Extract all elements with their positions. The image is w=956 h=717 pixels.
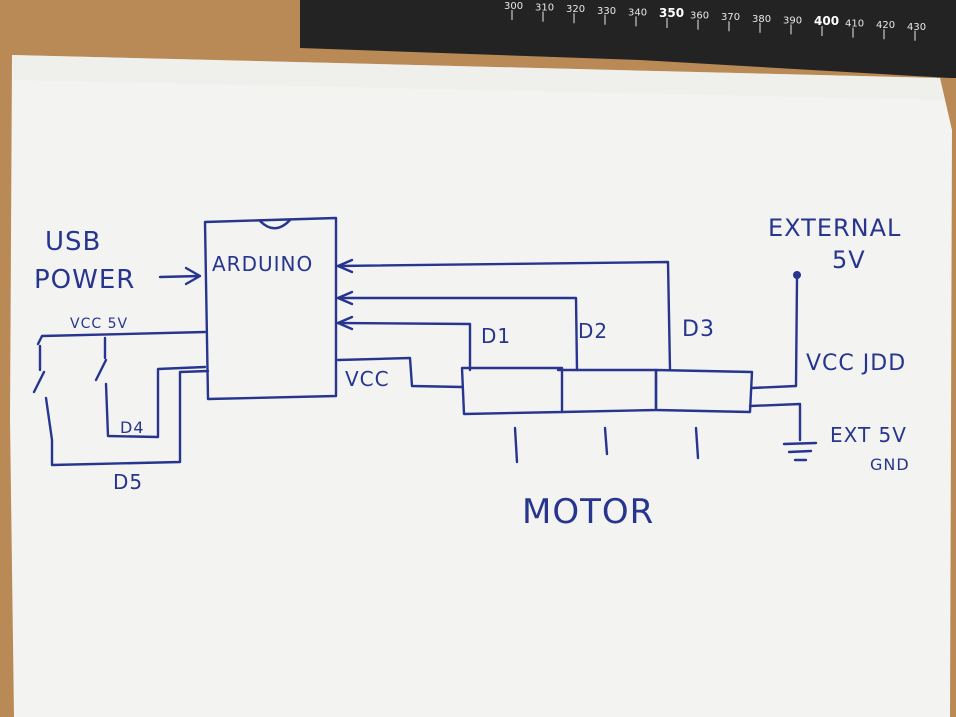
vcc-label: VCC [345, 367, 390, 391]
motor-label: MOTOR [522, 492, 654, 532]
vcc-5v-label: VCC 5V [70, 316, 128, 332]
ruler-tick-label: 420 [876, 20, 895, 31]
ruler-tick-label: 390 [783, 15, 802, 26]
ruler-tick-label: 310 [535, 3, 554, 14]
ext-5v-label: EXT 5V [830, 423, 907, 447]
usb-arrow [158, 266, 202, 286]
arduino-block: ARDUINO [203, 216, 338, 401]
arduino-label: ARDUINO [212, 252, 313, 276]
ruler-tick-label: 410 [845, 19, 864, 30]
ruler-tick-label: 400 [814, 14, 839, 28]
d1-label: D1 [481, 324, 511, 348]
d4-label: D4 [120, 418, 145, 437]
ruler-tick-label: 300 [504, 1, 523, 12]
gnd-label: GND [870, 455, 910, 474]
ruler-tick-label: 330 [597, 6, 616, 17]
power-label: POWER [34, 265, 135, 295]
supply-node [793, 271, 801, 279]
external-5v-label: 5V [832, 246, 866, 274]
vcc-jdd-label: VCC JDD [806, 351, 906, 376]
ruler: 300 310 320 330 340 350 360 370 380 390 400 410 420 4… [300, 0, 956, 78]
d2-label: D2 [578, 319, 608, 343]
ruler-tick-label: 320 [566, 4, 585, 15]
d3-label: D3 [682, 317, 715, 342]
vcc-line [336, 356, 464, 389]
paper-shade [12, 55, 945, 100]
motor-blocks: MOTOR [460, 366, 754, 532]
ruler-tick-label: 350 [659, 6, 684, 20]
switch-circuit: VCC 5V D4 D5 [32, 316, 210, 494]
ruler-tick-label: 430 [907, 22, 926, 33]
external-supply: EXTERNAL 5V VCC JDD EXT 5V GND [748, 214, 910, 474]
d5-label: D5 [113, 470, 143, 494]
ruler-tick-label: 380 [752, 14, 771, 25]
signal-lines: D1 D2 D3 [336, 258, 715, 372]
usb-label: USB [45, 227, 101, 257]
paper-sheet [10, 55, 952, 717]
ruler-tick-label: 360 [690, 11, 709, 22]
ruler-tick-label: 340 [628, 7, 647, 18]
external-label: EXTERNAL [768, 214, 901, 242]
ruler-tick-label: 370 [721, 12, 740, 23]
